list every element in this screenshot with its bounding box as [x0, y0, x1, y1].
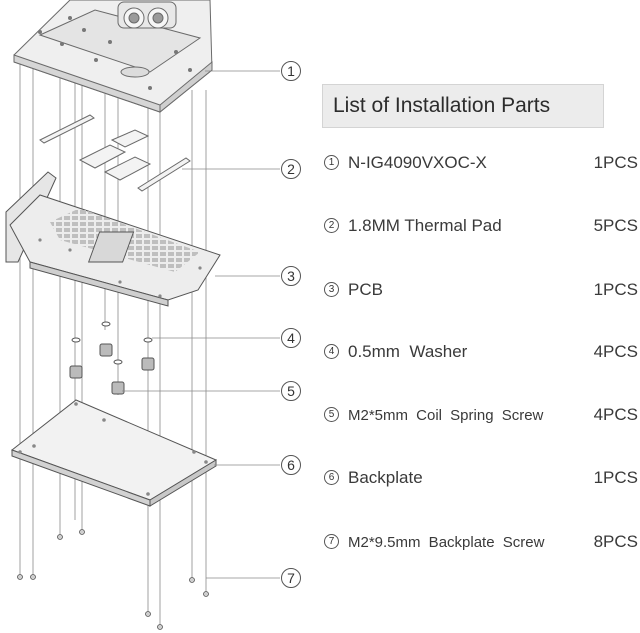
water-block — [13, 0, 213, 114]
part-number: 1 — [324, 155, 339, 170]
part-row-3: 3 PCB 1PCS — [324, 279, 638, 303]
part-quantity: 1PCS — [593, 153, 638, 172]
part-name: Backplate — [348, 468, 423, 487]
part-quantity: 8PCS — [593, 532, 638, 551]
part-quantity: 5PCS — [593, 216, 638, 235]
part-row-5: 5 M2*5mm Coil Spring Screw 4PCS — [324, 404, 638, 428]
pcb-board — [5, 171, 221, 307]
callout-1: 1 — [281, 61, 301, 81]
part-quantity: 1PCS — [593, 280, 638, 299]
callout-6: 6 — [281, 455, 301, 475]
part-row-1: 1 N-IG4090VXOC-X 1PCS — [324, 152, 638, 176]
part-name: M2*5mm Coil Spring Screw — [348, 407, 544, 424]
part-quantity: 4PCS — [593, 405, 638, 424]
part-name: M2*9.5mm Backplate Screw — [348, 534, 545, 551]
part-row-6: 6 Backplate 1PCS — [324, 467, 638, 491]
backplate — [10, 399, 218, 507]
part-number: 7 — [324, 534, 339, 549]
part-quantity: 1PCS — [593, 468, 638, 487]
exploded-view-diagram — [5, 0, 280, 630]
callout-4: 4 — [281, 328, 301, 348]
part-number: 2 — [324, 218, 339, 233]
leader-lines — [122, 70, 280, 579]
part-row-4: 4 0.5mm Washer 4PCS — [324, 341, 638, 365]
washers-and-spring-screws — [69, 321, 155, 395]
part-number: 6 — [324, 470, 339, 485]
parts-list-title: List of Installation Parts — [333, 94, 551, 117]
part-row-2: 2 1.8MM Thermal Pad 5PCS — [324, 215, 638, 239]
part-name: 0.5mm Washer — [348, 342, 468, 361]
part-number: 5 — [324, 407, 339, 422]
callout-7: 7 — [281, 568, 301, 588]
mounting-pin-lines — [19, 60, 207, 625]
callout-3: 3 — [281, 266, 301, 286]
thermal-pads — [39, 114, 191, 192]
callout-2: 2 — [281, 159, 301, 179]
part-name: PCB — [348, 280, 383, 299]
part-number: 3 — [324, 282, 339, 297]
part-name: N-IG4090VXOC-X — [348, 153, 487, 172]
part-row-7: 7 M2*9.5mm Backplate Screw 8PCS — [324, 531, 638, 555]
part-number: 4 — [324, 344, 339, 359]
part-name: 1.8MM Thermal Pad — [348, 216, 502, 235]
callout-5: 5 — [281, 381, 301, 401]
parts-list-title-box: List of Installation Parts — [322, 84, 604, 128]
part-quantity: 4PCS — [593, 342, 638, 361]
backplate-screws — [17, 529, 209, 630]
